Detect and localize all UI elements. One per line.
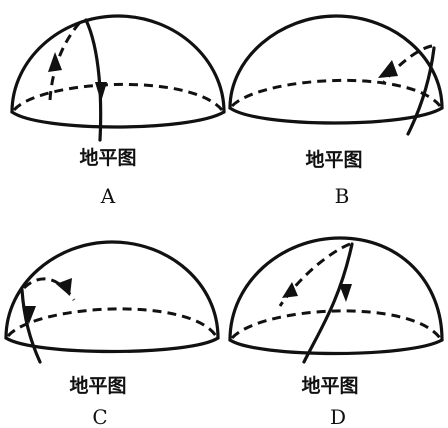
dome-outline: [228, 14, 444, 110]
panel-caption: 地平图: [79, 146, 136, 169]
horizon-back: [230, 79, 442, 108]
panel-a: 地平图 A: [10, 14, 226, 208]
arrow-down-icon: [95, 82, 107, 102]
arrow-down-icon: [22, 306, 36, 324]
panel-letter: B: [335, 184, 350, 208]
sun-path-back: [48, 18, 84, 101]
panel-d: 地平图 D: [228, 236, 444, 428]
sun-path-back: [382, 44, 433, 83]
arrow-up-icon: [282, 282, 298, 298]
horizon-back: [230, 309, 442, 340]
sun-path-front: [84, 18, 103, 142]
sun-path-front: [406, 46, 436, 136]
horizon-front: [10, 110, 226, 129]
horizon-front: [4, 336, 220, 354]
dome-outline: [228, 236, 444, 342]
panel-caption: 地平图: [301, 374, 358, 397]
dome-outline: [10, 14, 226, 114]
panel-letter: C: [92, 405, 107, 428]
panel-letter: D: [330, 405, 346, 428]
panel-caption: 地平图: [69, 374, 126, 397]
arrow-up-icon: [378, 60, 398, 78]
panel-b: 地平图 B: [228, 14, 444, 208]
horizon-back: [12, 83, 224, 112]
arrow-down-icon: [339, 284, 352, 302]
panel-letter: A: [100, 184, 116, 208]
dome-outline: [4, 240, 220, 340]
horizon-front: [228, 338, 444, 356]
sun-path-front: [20, 288, 42, 364]
sun-path-front: [302, 242, 354, 364]
panel-caption: 地平图: [305, 148, 362, 171]
horizon-back: [6, 307, 218, 338]
arrow-up-icon: [56, 278, 72, 296]
arrow-up-icon: [48, 52, 62, 72]
horizon-front: [228, 106, 444, 125]
panel-c: 地平图 C: [4, 240, 220, 428]
